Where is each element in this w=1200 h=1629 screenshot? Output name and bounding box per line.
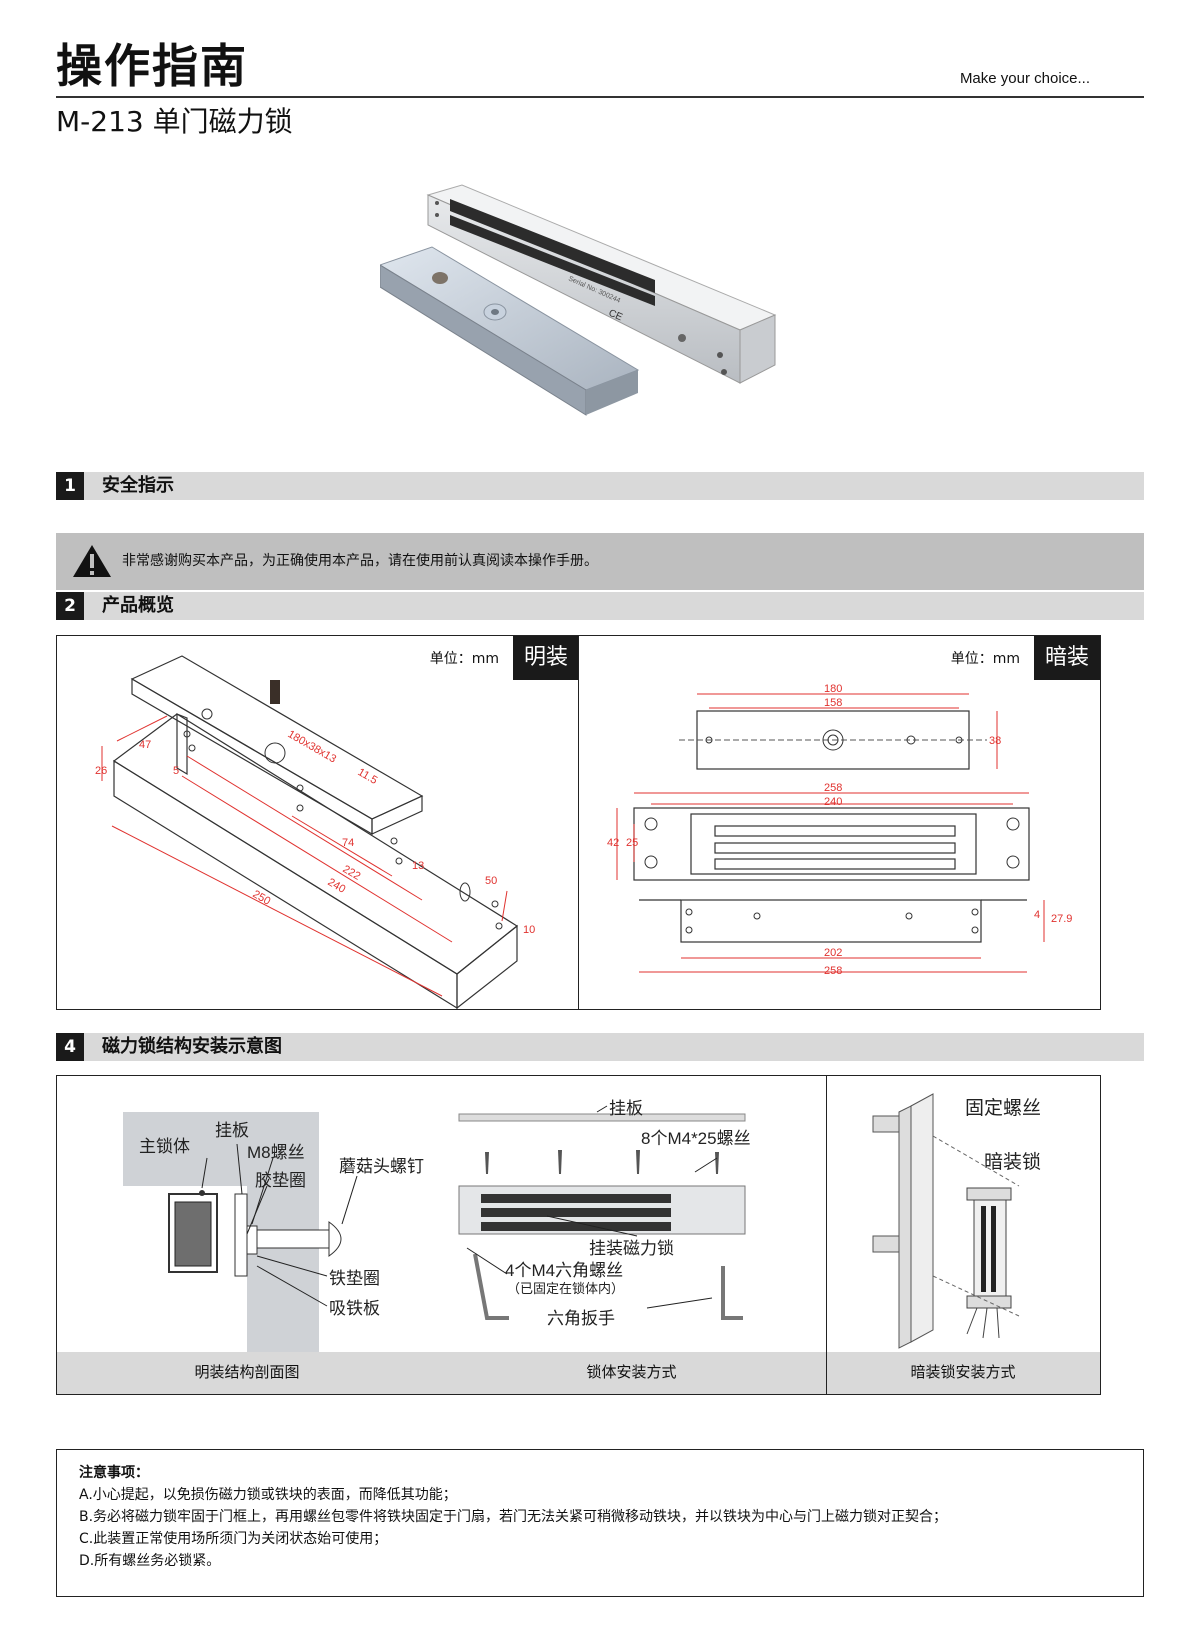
surface-mount-dimension-drawing: 180x38x13 11.5 47 26 5 74 13 222 240 250… [95,655,535,1009]
flush-mount-install-drawing: 固定螺丝 暗装锁 [872,1093,1041,1349]
product-photo: Serial No: 300244 CE [380,184,777,416]
dim-label: 5 [173,765,179,777]
dim-label: 47 [139,739,151,751]
caption-lock-body-install: 锁体安装方式 [586,1363,677,1381]
install-label: 挂装磁力锁 [589,1239,674,1258]
dim-label: 222 [341,863,363,883]
unit-label: 单位：mm [429,651,499,667]
section-title: 磁力锁结构安装示意图 [102,1036,282,1057]
install-label: 挂板 [215,1121,249,1140]
install-label: 暗装锁 [984,1151,1041,1173]
install-label: 六角扳手 [547,1309,615,1328]
install-label: （已固定在锁体内） [507,1281,624,1296]
surface-mount-tag: 明装 [513,636,579,680]
caption-bar [57,1352,1100,1394]
panel-divider [826,1076,827,1394]
note-item: B.务必将磁力锁牢固于门框上，再用螺丝包零件将铁块固定于门扇，若门无法关紧可稍微… [79,1509,948,1525]
note-item: C.此装置正常使用场所须门为关闭状态始可使用； [79,1531,388,1547]
product-model-title: M-213 单门磁力锁 [56,105,293,138]
tagline: Make your choice... [959,70,1090,87]
dim-label: 202 [824,947,842,959]
dim-label: 240 [326,876,348,896]
install-label: M8螺丝 [247,1143,305,1162]
dim-label: 240 [824,796,842,808]
flush-mount-dimension-drawing: 180 158 38 258 240 42 25 4 27.9 202 258 [607,683,1072,977]
section-number: 4 [56,1033,84,1061]
install-label: 胶垫圈 [255,1171,306,1190]
dim-label: 38 [989,735,1001,747]
page-title: 操作指南 [56,39,248,93]
dim-label: 258 [824,965,842,977]
section-title: 产品概览 [102,595,174,616]
lock-body-install-drawing: 挂板 8个M4*25螺丝 挂装磁力锁 4个M4六角螺丝 （已固定在锁体内） 六角… [458,1099,751,1328]
install-label: 4个M4六角螺丝 [505,1261,623,1280]
install-label: 挂板 [609,1099,643,1118]
section-number: 1 [56,472,84,500]
dim-label: 10 [523,924,535,936]
section-number: 2 [56,592,84,620]
install-label: 蘑菇头螺钉 [339,1157,424,1176]
section-4-header: 4 磁力锁结构安装示意图 [56,1033,1144,1061]
dim-label: 258 [824,782,842,794]
warning-text: 非常感谢购买本产品，为正确使用本产品，请在使用前认真阅读本操作手册。 [122,553,598,569]
dim-label: 74 [342,837,354,849]
dim-label: 158 [824,697,842,709]
section-title: 安全指示 [102,475,174,496]
install-label: 固定螺丝 [965,1097,1041,1119]
dim-label: 26 [95,765,107,777]
install-label: 铁垫圈 [329,1269,380,1288]
unit-label: 单位：mm [950,651,1020,667]
dim-label: 13 [412,860,424,872]
install-label: 主锁体 [139,1137,190,1156]
install-label: 8个M4*25螺丝 [641,1129,751,1148]
caption-surface-section: 明装结构剖面图 [194,1363,300,1381]
ce-mark: CE [607,308,624,324]
safety-notice: 非常感谢购买本产品，为正确使用本产品，请在使用前认真阅读本操作手册。 [56,533,1144,590]
install-label: 吸铁板 [329,1299,380,1318]
overview-surface-mount-panel: 单位：mm 明装 [56,635,580,1010]
dim-label: 4 [1034,909,1040,921]
dim-label: 180x38x13 [286,728,339,765]
overview-flush-mount-panel: 单位：mm 暗装 [578,635,1101,1010]
dim-label: 25 [626,837,638,849]
flush-mount-tag: 暗装 [1034,636,1100,680]
dim-label: 27.9 [1051,913,1072,925]
notes-heading: 注意事项： [79,1465,149,1481]
section-2-header: 2 产品概览 [56,592,1144,620]
dim-label: 50 [485,875,497,887]
surface-mount-section-drawing: 主锁体 挂板 M8螺丝 胶垫圈 蘑菇头螺钉 铁垫圈 吸铁板 [123,1112,424,1352]
note-item: D.所有螺丝务必锁紧。 [79,1553,221,1569]
warning-icon [73,545,111,577]
dim-label: 250 [251,888,273,908]
caption-flush-install: 暗装锁安装方式 [910,1363,1016,1381]
install-diagram-panel: 主锁体 挂板 M8螺丝 胶垫圈 蘑菇头螺钉 铁垫圈 吸铁板 [56,1075,1101,1395]
section-1-header: 1 安全指示 [56,472,1144,500]
dim-label: 42 [607,837,619,849]
dim-label: 180 [824,683,842,695]
header-divider [56,96,1144,98]
notes-box: 注意事项： A.小心提起，以免损伤磁力锁或铁块的表面，而降低其功能； B.务必将… [56,1449,1144,1597]
note-item: A.小心提起，以免损伤磁力锁或铁块的表面，而降低其功能； [79,1487,457,1503]
